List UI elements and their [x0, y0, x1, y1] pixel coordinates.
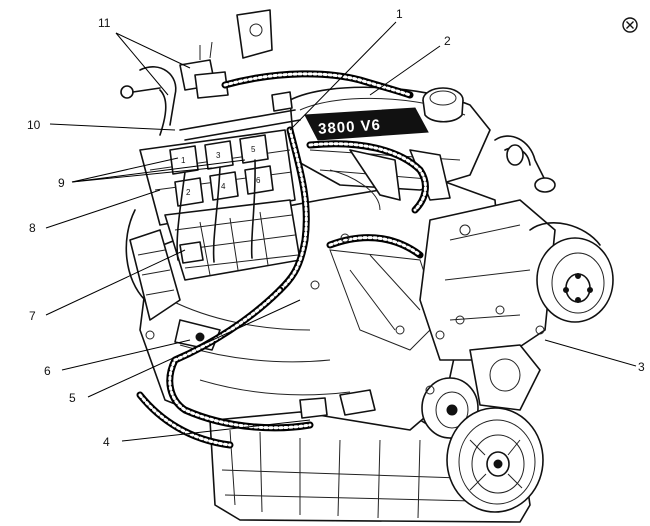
callout-9: 9	[58, 176, 65, 190]
close-icon[interactable]	[622, 17, 638, 33]
callout-6: 6	[44, 364, 51, 378]
coil-number: 5	[251, 145, 256, 154]
coil-number: 3	[216, 151, 221, 160]
engine-illustration: 3800 V6	[120, 9, 614, 523]
callout-8: 8	[29, 221, 36, 235]
callout-4: 4	[103, 435, 110, 449]
ignition-coil-pack: 1 3 5 2 4 6	[139, 129, 296, 226]
callout-2: 2	[444, 34, 451, 48]
coil-number: 4	[221, 182, 226, 191]
callout-3: 3	[638, 360, 645, 374]
oil-filler-cap	[422, 87, 464, 123]
lift-bracket	[236, 9, 273, 59]
wiring-harness	[136, 70, 429, 449]
callout-labels: 1 2 3 4 5 6 7 8 9 10 11	[27, 7, 645, 449]
timing-cover	[419, 199, 556, 361]
callout-leaders	[45, 21, 637, 442]
coil-number: 2	[186, 188, 191, 197]
intake-logo: 3800 V6	[318, 117, 382, 138]
callout-7: 7	[29, 309, 36, 323]
callout-5: 5	[69, 391, 76, 405]
callout-1: 1	[396, 7, 403, 21]
coil-number: 1	[181, 156, 186, 165]
callout-10: 10	[27, 118, 41, 132]
callout-11: 11	[98, 16, 111, 30]
crank-balancer	[446, 407, 544, 513]
power-steering-pulley	[529, 222, 614, 323]
coil-number: 6	[256, 176, 261, 185]
